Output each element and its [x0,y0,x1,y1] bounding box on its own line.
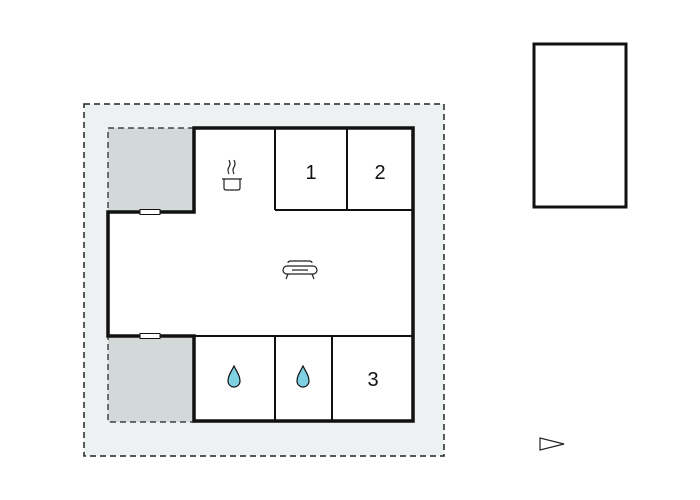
room-label-1: 1 [305,162,316,184]
room-label-3: 3 [367,369,378,391]
terrace-bottom [107,335,195,423]
terrace-door-bottom [139,333,161,339]
water-drop-icon [296,364,310,388]
cooking-pot-icon [222,159,242,191]
exterior-wall [106,126,415,423]
outbuilding [532,42,628,209]
terrace-door-top [139,209,161,215]
sofa-icon [282,260,318,280]
room-label-2: 2 [374,162,385,184]
north-arrow-icon [539,437,565,451]
house-interior [108,128,413,421]
water-drop-icon [227,364,241,388]
terrace-top [107,127,195,213]
interior-walls [194,128,413,421]
